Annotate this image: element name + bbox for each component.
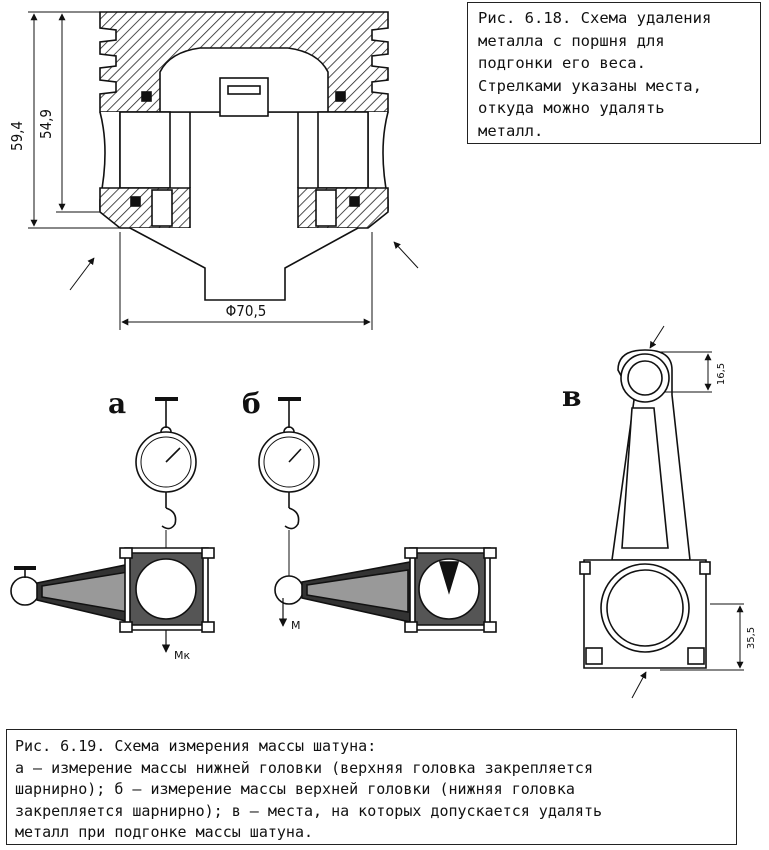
piston-drawing (99, 11, 389, 301)
caption-line: металл. (478, 121, 544, 140)
label-b: б (242, 387, 261, 420)
dim-height-outer: 59,4 (8, 121, 26, 151)
piston-dimensions (28, 11, 419, 330)
connecting-rod-a (10, 547, 215, 653)
caption-line: подгонки его веса. (478, 54, 646, 72)
dim-diameter: Φ70,5 (226, 302, 267, 320)
scale-b (258, 397, 320, 576)
mass-label-upper: М (291, 619, 301, 632)
caption-line: а – измерение массы нижней головки (верх… (15, 758, 593, 777)
caption-line: металла с поршня для (478, 31, 665, 50)
dim-height-inner: 54,9 (37, 109, 55, 139)
scale-a (135, 397, 197, 586)
label-v: в (562, 380, 581, 413)
caption-line: металл при подгонке массы шатуна. (15, 823, 314, 841)
caption-fig-6-19: Рис. 6.19. Схема измерения массы шатуна:… (6, 729, 737, 845)
caption-line: закрепляется шарнирно); в – места, на ко… (15, 801, 602, 820)
caption-line: шарнирно); б – измерение массы верхней г… (15, 780, 575, 798)
connecting-rod-b (274, 547, 497, 633)
mass-label-lower: Мк (174, 649, 190, 662)
dim-upper: 16,5 (716, 363, 727, 385)
dim-lower: 35,5 (746, 627, 757, 649)
caption-line: откуда можно удалять (478, 99, 665, 117)
caption-fig-6-18: Рис. 6.18. Схема удаления металла с порш… (467, 2, 761, 144)
caption-line: Рис. 6.18. Схема удаления (478, 9, 712, 27)
caption-line: Стрелками указаны места, (478, 76, 702, 95)
rod-v-dimensions (631, 325, 744, 699)
connecting-rod-v (579, 349, 711, 669)
caption-line: Рис. 6.19. Схема измерения массы шатуна: (15, 737, 377, 755)
label-a: а (108, 387, 126, 420)
